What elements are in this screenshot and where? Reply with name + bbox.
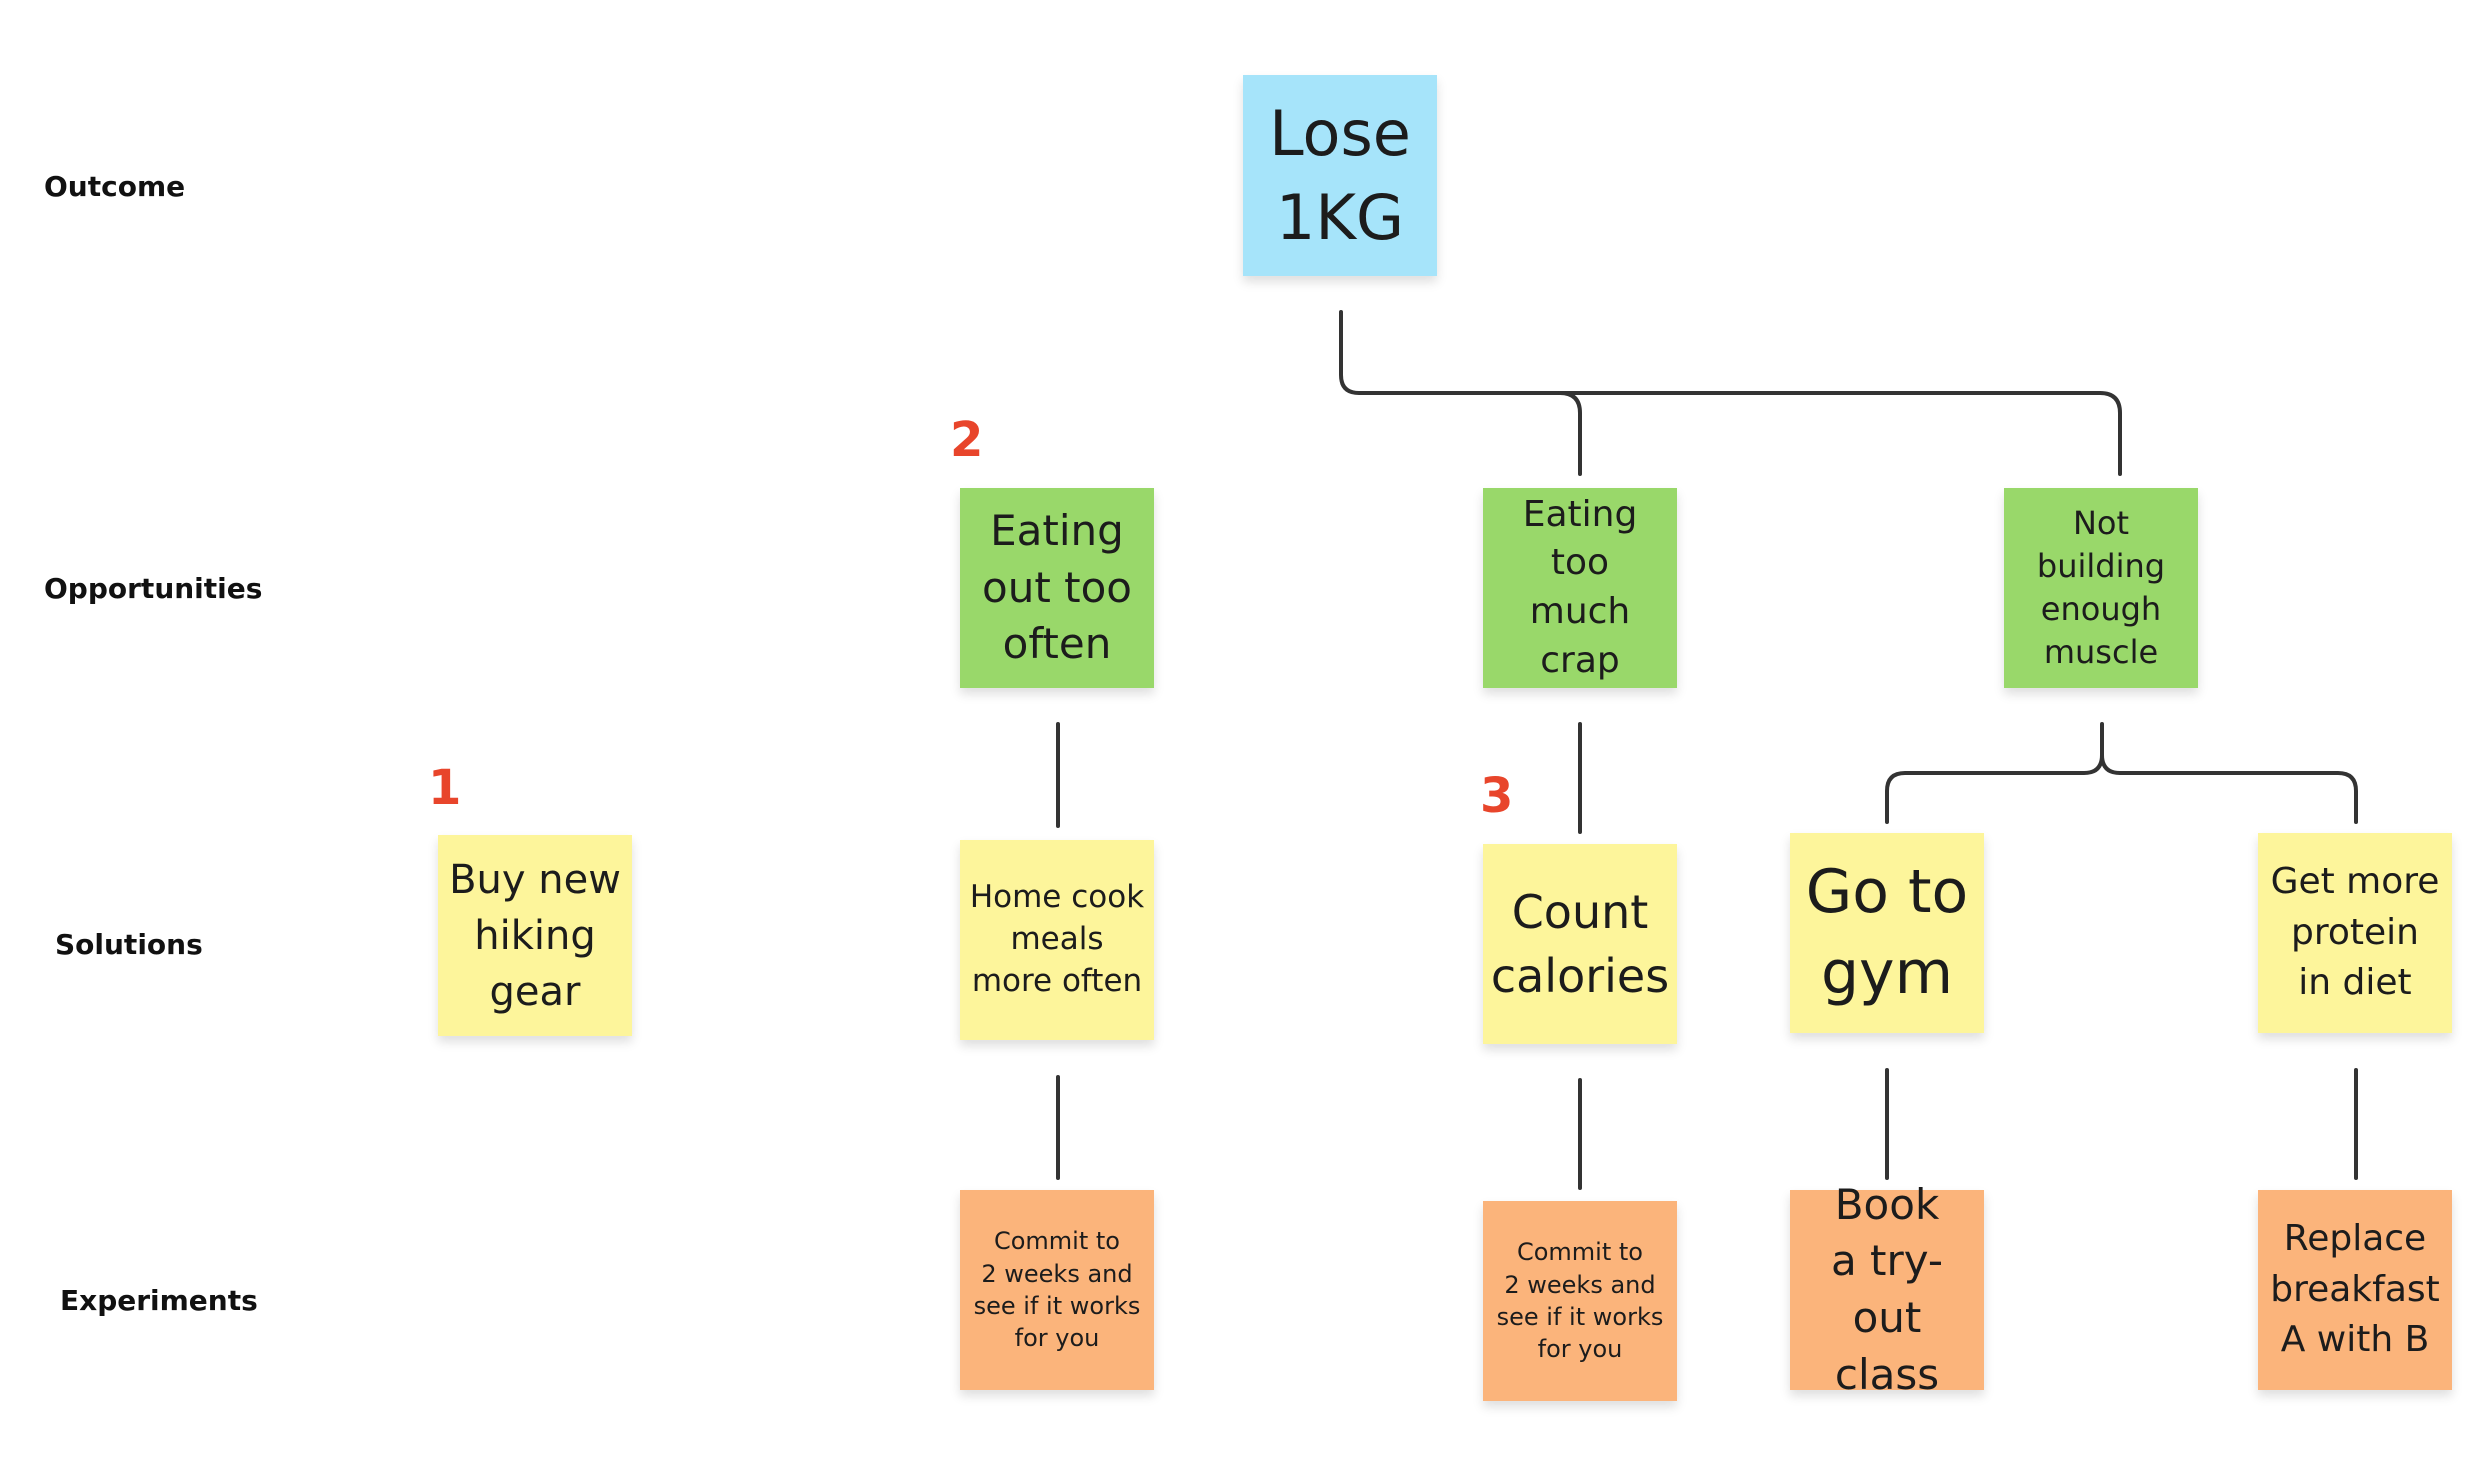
experiment-text-tryout: Book a try-out class <box>1830 1179 1944 1399</box>
outcome-note[interactable]: Lose 1KG <box>1243 75 1437 276</box>
row-label-opportunities: Opportunities <box>44 572 263 605</box>
row-label-outcome: Outcome <box>44 170 186 203</box>
connector-to-eating-crap <box>1558 391 1582 476</box>
solution-note-home-cook[interactable]: Home cook meals more often <box>960 840 1154 1040</box>
experiment-text-breakfast: Replace breakfast A with B <box>2270 1218 2440 1361</box>
solution-note-count-calories[interactable]: Count calories <box>1483 844 1677 1044</box>
solution-text-count-calories: Count calories <box>1490 884 1670 1003</box>
experiment-text-commit-2: Commit to 2 weeks and see if it works fo… <box>1496 1238 1664 1364</box>
solution-text-protein: Get more protein in diet <box>2270 861 2440 1004</box>
outcome-text: Lose 1KG <box>1269 96 1411 254</box>
connector-muscle-to-protein <box>2100 753 2358 824</box>
experiment-text-commit-1: Commit to 2 weeks and see if it works fo… <box>973 1227 1141 1353</box>
solution-text-home-cook: Home cook meals more often <box>969 879 1145 999</box>
solution-text-gym: Go to gym <box>1805 857 1969 1008</box>
opportunity-text-eating-crap: Eating too much crap <box>1522 493 1638 681</box>
experiment-note-commit-1[interactable]: Commit to 2 weeks and see if it works fo… <box>960 1190 1154 1390</box>
row-label-experiments: Experiments <box>60 1284 258 1317</box>
solution-note-hiking-gear[interactable]: Buy new hiking gear <box>438 835 632 1036</box>
solution-note-gym[interactable]: Go to gym <box>1790 833 1984 1033</box>
connector-muscle-to-solutions <box>1885 722 2104 824</box>
opportunity-note-muscle[interactable]: Not building enough muscle <box>2004 488 2198 688</box>
solution-text-hiking-gear: Buy new hiking gear <box>449 856 621 1015</box>
opportunity-note-eating-crap[interactable]: Eating too much crap <box>1483 488 1677 688</box>
priority-number-3: 3 <box>1480 768 1514 824</box>
experiment-note-commit-2[interactable]: Commit to 2 weeks and see if it works fo… <box>1483 1201 1677 1401</box>
opportunity-note-eating-out[interactable]: Eating out too often <box>960 488 1154 688</box>
row-label-solutions: Solutions <box>55 928 203 961</box>
opportunity-text-muscle: Not building enough muscle <box>2036 503 2166 672</box>
connector-outcome-to-opportunities <box>1339 310 2122 476</box>
priority-number-1: 1 <box>428 760 462 816</box>
opportunity-text-eating-out: Eating out too often <box>982 505 1132 669</box>
experiment-note-tryout[interactable]: Book a try-out class <box>1790 1180 1984 1399</box>
experiment-note-breakfast[interactable]: Replace breakfast A with B <box>2258 1190 2452 1390</box>
priority-number-2: 2 <box>950 412 984 468</box>
solution-note-protein[interactable]: Get more protein in diet <box>2258 833 2452 1033</box>
